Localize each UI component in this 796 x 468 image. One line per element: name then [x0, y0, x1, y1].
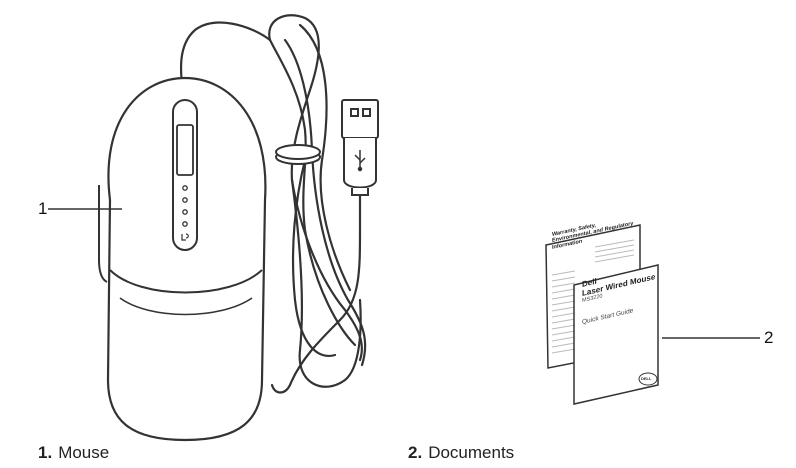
- legend-label: Documents: [428, 443, 515, 462]
- dell-logo-icon: [638, 372, 658, 386]
- legend-item-mouse: 1. Mouse: [38, 443, 109, 463]
- legend-label: Mouse: [58, 443, 110, 462]
- usb-icon: [354, 150, 366, 172]
- cable-tie: [275, 144, 321, 165]
- legend-number: 1.: [38, 443, 53, 462]
- legend-number: 2.: [408, 443, 423, 462]
- fingerprint-icon: [181, 233, 189, 241]
- usb-connector: [341, 99, 379, 196]
- callout-2-number: 2: [764, 328, 774, 347]
- dell-logo-text: DELL: [641, 376, 652, 381]
- mouse-illustration: [98, 76, 267, 442]
- legend-item-documents: 2. Documents: [408, 443, 514, 463]
- document-front: [573, 264, 659, 405]
- callout-1-number: 1: [38, 199, 48, 218]
- mouse-cable: [179, 14, 367, 394]
